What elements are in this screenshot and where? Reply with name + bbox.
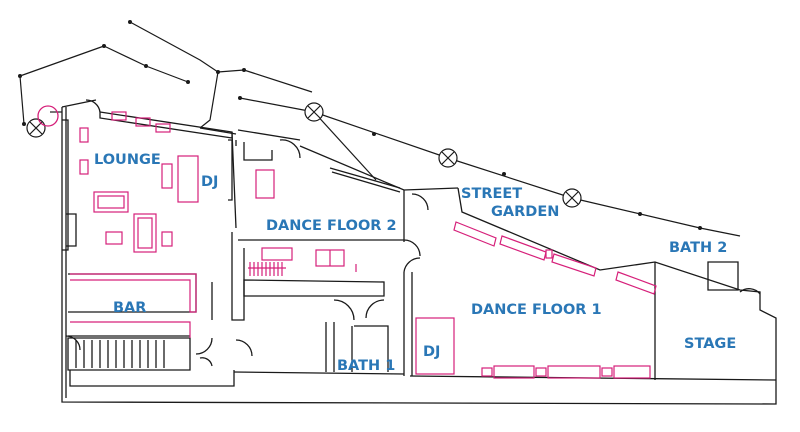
df2-rail-posts: [249, 262, 283, 276]
bar-counter-outline: [70, 273, 197, 313]
label-stage: STAGE: [684, 336, 736, 352]
lounge-sofa-cushion: [97, 195, 125, 209]
label-bar: BAR: [113, 300, 146, 316]
label-dj-main: DJ: [423, 344, 440, 360]
main-dj-booth: [415, 317, 455, 375]
light-fixtures: [26, 102, 582, 208]
lounge-dj-table: [161, 163, 173, 189]
lounge-seat: [79, 127, 89, 143]
label-dance-floor-2: DANCE FLOOR 2: [266, 218, 397, 234]
df1-bench: [493, 365, 535, 379]
garden-planter: [453, 221, 497, 247]
lounge-sofa-cushion: [137, 217, 153, 249]
label-bath-2: BATH 2: [669, 240, 727, 256]
lounge-seat: [79, 159, 89, 175]
entrance-marker: [37, 105, 59, 127]
light-fixture-icon: [26, 118, 46, 138]
lounge-shelf: [111, 111, 127, 121]
lounge-shelf: [135, 117, 151, 127]
lounge-table: [161, 231, 173, 247]
bar-back-counter: [70, 321, 191, 338]
df1-bench: [535, 367, 547, 377]
df1-bench: [613, 365, 651, 379]
lounge-table: [105, 231, 123, 245]
furniture: [70, 111, 657, 379]
label-garden: GARDEN: [491, 204, 559, 220]
garden-planter-small: [545, 249, 553, 259]
df1-bench: [601, 367, 613, 377]
light-fixture-icon: [562, 188, 582, 208]
lounge-dj-booth: [177, 155, 199, 203]
df1-bench: [481, 367, 493, 377]
room-labels: LOUNGE DJ DANCE FLOOR 2 STREET GARDEN BA…: [94, 152, 736, 374]
lounge-sofa: [133, 213, 157, 253]
label-dj-lounge: DJ: [201, 174, 218, 190]
df2-seat: [255, 169, 275, 199]
light-fixture-icon: [304, 102, 324, 122]
light-fixture-icon: [438, 148, 458, 168]
lounge-sofa: [93, 191, 129, 213]
lounge-shelf: [155, 123, 171, 133]
garden-planter: [615, 271, 657, 295]
garden-planter: [499, 235, 547, 261]
light-nodes: [18, 20, 702, 230]
label-bath-1: BATH 1: [337, 358, 395, 374]
label-dance-floor-1: DANCE FLOOR 1: [471, 302, 602, 318]
garden-planter: [551, 253, 597, 277]
label-street: STREET: [461, 186, 522, 202]
df1-bench: [547, 365, 601, 379]
label-lounge: LOUNGE: [94, 152, 161, 168]
df2-table: [261, 247, 293, 261]
